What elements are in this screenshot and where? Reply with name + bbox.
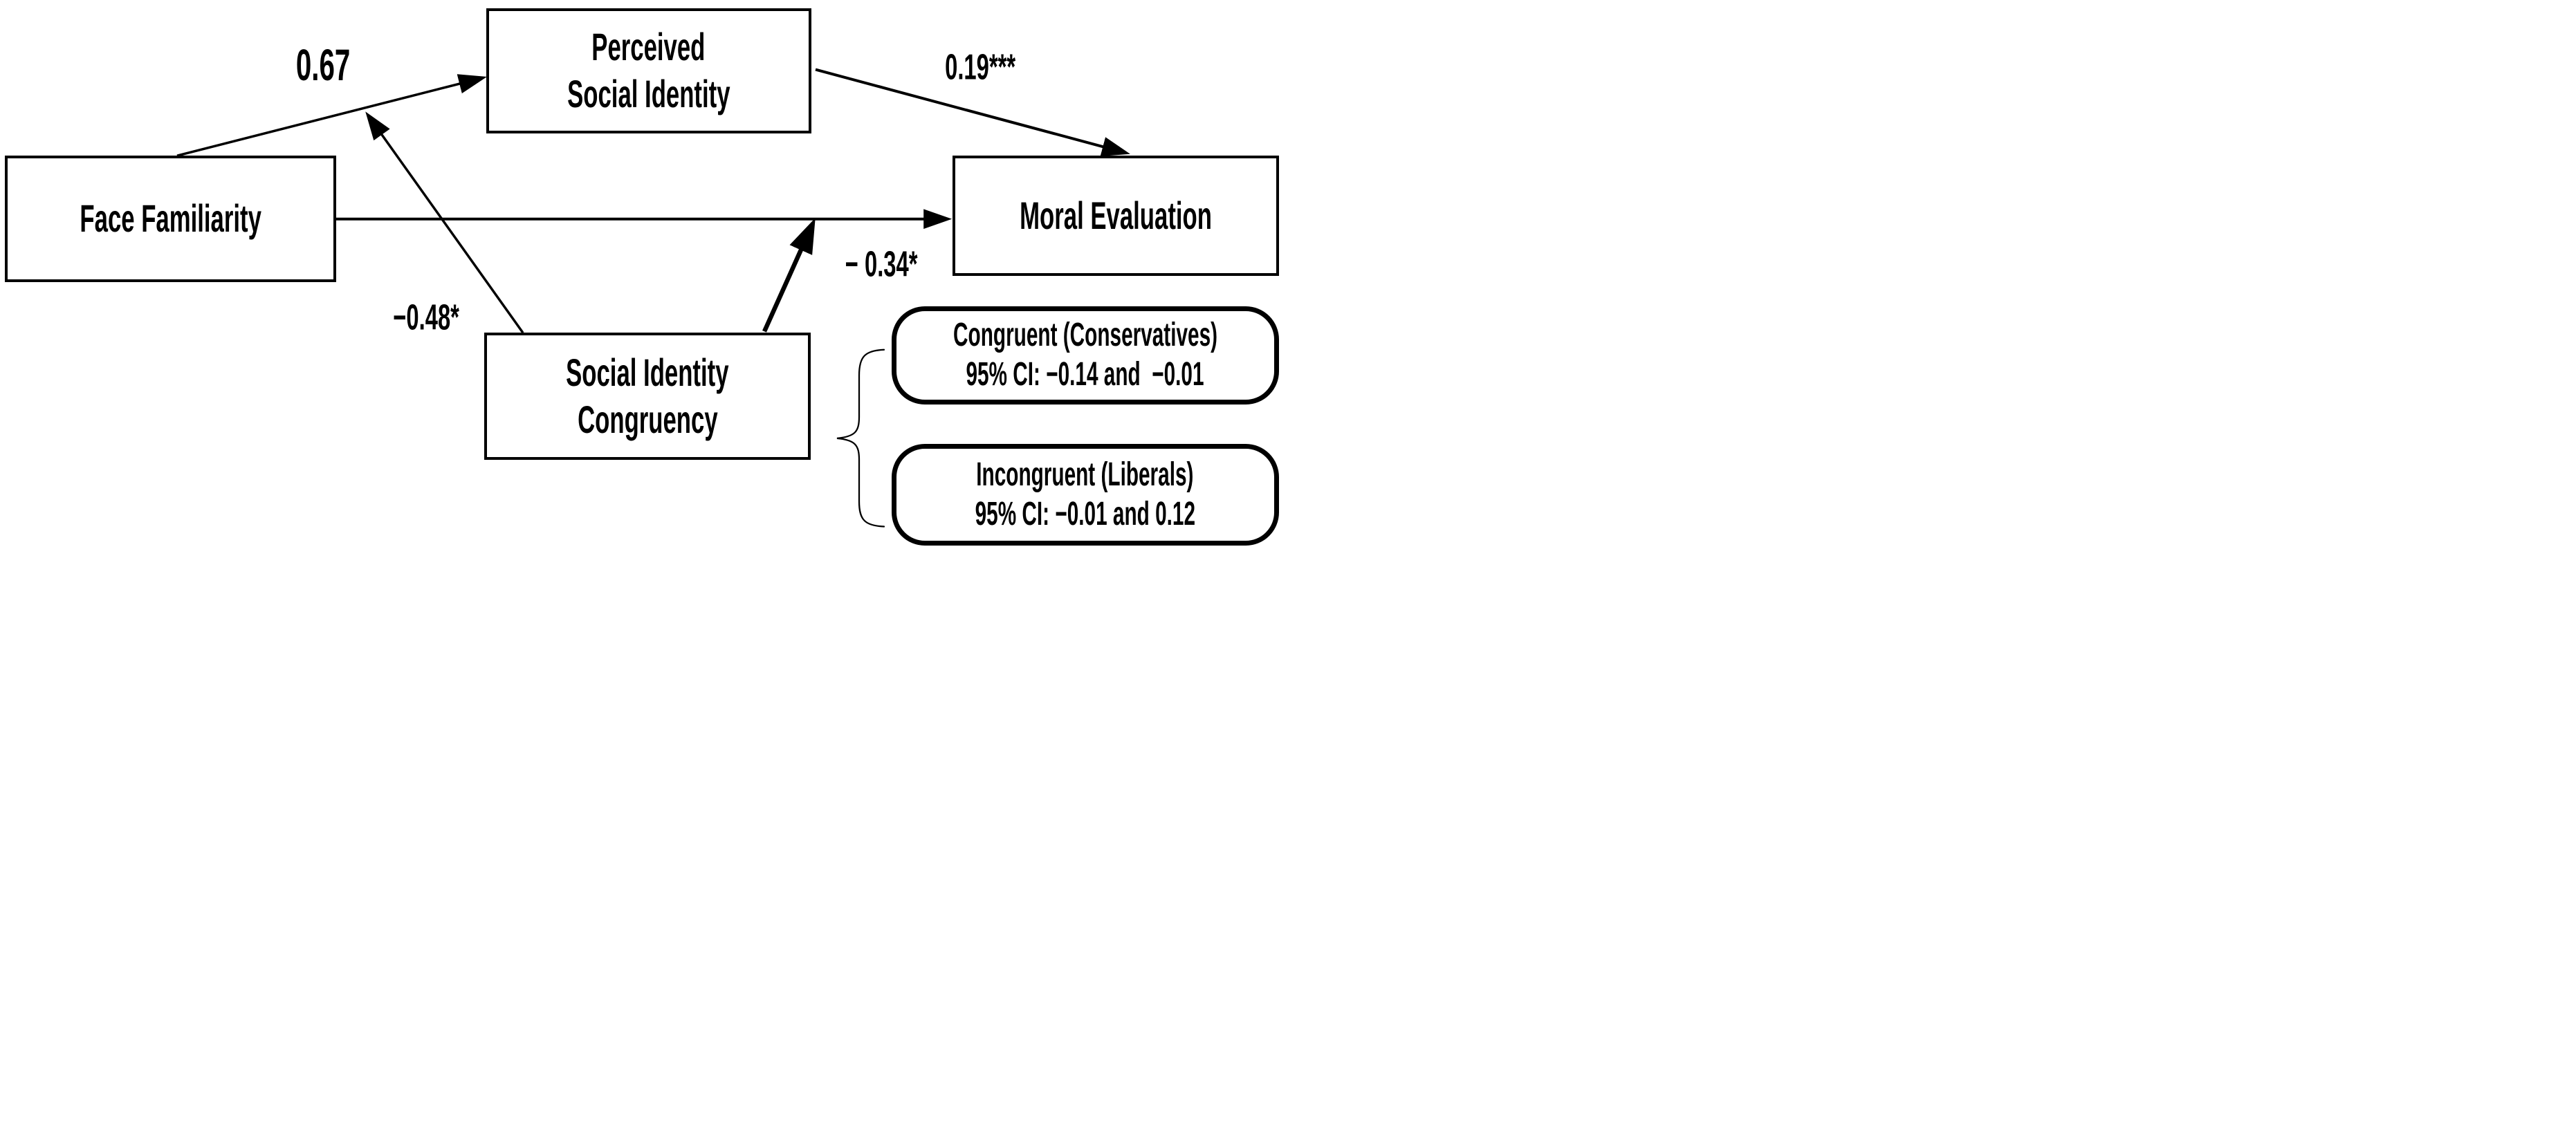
node-moral-evaluation: Moral Evaluation xyxy=(952,156,1280,277)
coefficient-moderation-direct-path-value: − 0.34* xyxy=(845,244,918,285)
node-social-identity-congruency: Social Identity Congruency xyxy=(484,333,811,460)
coefficient-moderation-direct-path: − 0.34* xyxy=(811,230,939,299)
path-arrows-layer xyxy=(176,68,1130,528)
coefficient-a-path: 0.67 xyxy=(268,26,366,104)
coefficient-moderation-a-path-value: −0.48* xyxy=(393,297,460,338)
conditional-effect-card-congruent: Congruent (Conservatives) 95% CI: −0.14 … xyxy=(891,306,1279,405)
congruent-title: Congruent (Conservatives) xyxy=(953,317,1217,354)
node-perceived-social-identity: Perceived Social Identity xyxy=(486,8,812,133)
incongruent-ci: 95% CI: −0.01 and 0.12 xyxy=(975,495,1195,532)
moderated-mediation-diagram: Face Familiarity Perceived Social Identi… xyxy=(0,0,1288,563)
node-perceived-social-identity-line1: Perceived xyxy=(591,25,706,69)
coefficient-a-path-value: 0.67 xyxy=(295,40,351,91)
node-face-familiarity: Face Familiarity xyxy=(5,155,336,282)
node-moral-evaluation-label: Moral Evaluation xyxy=(1019,194,1212,238)
congruent-ci: 95% CI: −0.14 and −0.01 xyxy=(966,356,1204,393)
node-face-familiarity-label: Face Familiarity xyxy=(80,196,261,241)
node-perceived-social-identity-line2: Social Identity xyxy=(567,72,730,116)
arrow-familiarity-to-identity xyxy=(176,74,487,157)
coefficient-moderation-a-path: −0.48* xyxy=(362,284,479,353)
arrow-identity-to-moral xyxy=(815,68,1130,156)
arrow-congruency-moderates-direct-path xyxy=(762,218,816,333)
node-social-identity-congruency-line2: Congruency xyxy=(577,398,718,442)
coefficient-b-path: 0.19*** xyxy=(912,33,1037,102)
arrow-congruency-moderates-a-path xyxy=(365,111,524,334)
curly-brace xyxy=(836,348,885,528)
incongruent-title: Incongruent (Liberals) xyxy=(976,456,1194,494)
conditional-effect-card-incongruent: Incongruent (Liberals) 95% CI: −0.01 and… xyxy=(891,443,1279,546)
coefficient-b-path-value: 0.19*** xyxy=(945,46,1016,87)
node-social-identity-congruency-line1: Social Identity xyxy=(566,350,729,394)
